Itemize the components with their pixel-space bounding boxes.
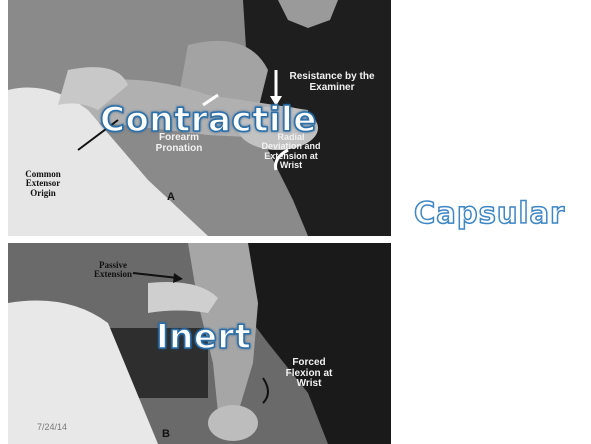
label-passive-extension: Passive Extension <box>93 260 132 280</box>
label-a: A <box>167 191 175 203</box>
contractile-title: Contractile <box>99 99 317 141</box>
inert-title: Inert <box>155 316 252 358</box>
label-forearm-pronation: Forearm Pronation <box>155 132 203 154</box>
photo-b-illustration <box>8 243 391 444</box>
photo-b: Passive Extension Forced Flexion at Wris… <box>8 243 391 444</box>
slide-date: 7/24/14 <box>37 422 68 432</box>
label-resistance: Resistance by the Examiner <box>289 71 375 93</box>
label-b: B <box>162 428 170 440</box>
capsular-title: Capsular <box>413 195 566 231</box>
label-radial-deviation: Radial Deviation and Extension at Wrist <box>261 132 321 171</box>
label-forced-flexion: Forced Flexion at Wrist <box>285 357 333 389</box>
photo-a: Resistance by the Examiner Forearm Prona… <box>8 0 391 236</box>
photo-a-illustration <box>8 0 391 236</box>
label-common-extensor: Common Extensor Origin <box>25 169 61 198</box>
